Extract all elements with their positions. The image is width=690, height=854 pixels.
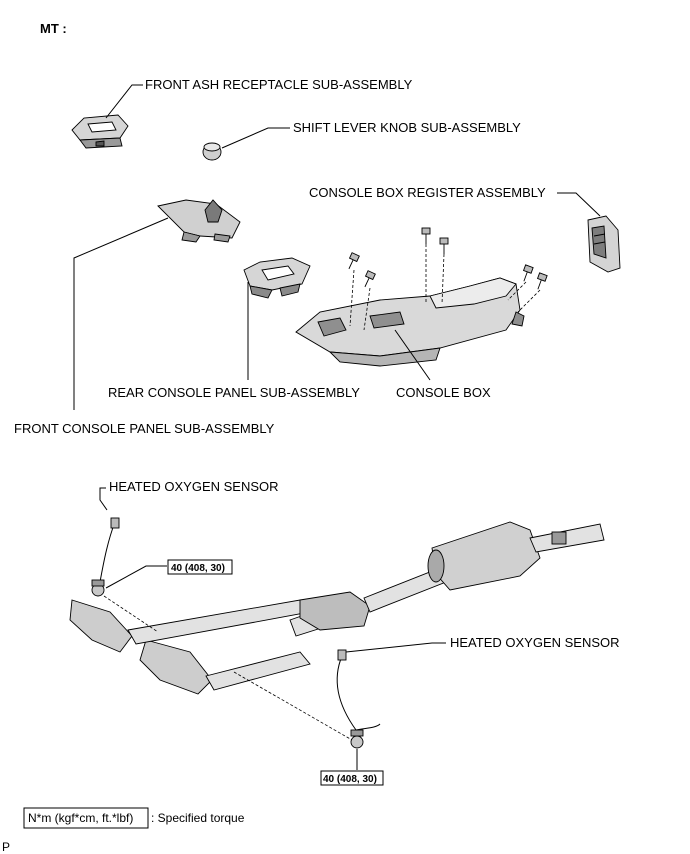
shift-knob-label: SHIFT LEVER KNOB SUB-ASSEMBLY [293,120,521,135]
register-leader [557,192,601,217]
torque-1-value: 40 (408, 30) [171,563,225,574]
torque-2-value: 40 (408, 30) [323,774,377,785]
sensor-1-dash [103,595,159,633]
front-ash-receptacle-part [71,114,129,149]
console-box-part [295,277,525,367]
torque-2-box [320,770,384,786]
o2-sensor-1-label: HEATED OXYGEN SENSOR [109,479,279,494]
exhaust-pipe-assembly [69,521,605,695]
footer-code: P [2,840,10,854]
screw-icons [348,227,548,290]
console-box-leader [394,329,431,381]
legend-unit: N*m (kgf*cm, ft.*lbf) [28,811,133,825]
shift-knob-leader [221,127,290,149]
shift-lever-knob-part [202,142,222,161]
console-register-part [587,215,621,273]
front-panel-label: FRONT CONSOLE PANEL SUB-ASSEMBLY [14,421,275,436]
front-ash-leader [105,84,143,119]
front-panel-leader [73,217,169,410]
register-label: CONSOLE BOX REGISTER ASSEMBLY [309,185,546,200]
o2-sensor-1-leader [99,487,108,511]
page-title: MT : [40,21,67,36]
rear-panel-label: REAR CONSOLE PANEL SUB-ASSEMBLY [108,385,360,400]
console-box-label: CONSOLE BOX [396,385,491,400]
oxygen-sensor-1-part [91,517,120,597]
sensor-2-dash [233,671,353,741]
screw-dash-lines [349,244,541,331]
oxygen-sensor-2-part [336,649,381,749]
torque-1-leader [105,565,167,589]
o2-sensor-2-label: HEATED OXYGEN SENSOR [450,635,620,650]
legend-torque-box [23,807,149,829]
rear-console-panel-part [243,257,311,299]
front-ash-label: FRONT ASH RECEPTACLE SUB-ASSEMBLY [145,77,413,92]
torque-1-box [167,559,233,575]
legend-description: : Specified torque [151,811,245,825]
front-console-panel-part [157,199,241,243]
o2-sensor-2-leader [345,642,446,653]
